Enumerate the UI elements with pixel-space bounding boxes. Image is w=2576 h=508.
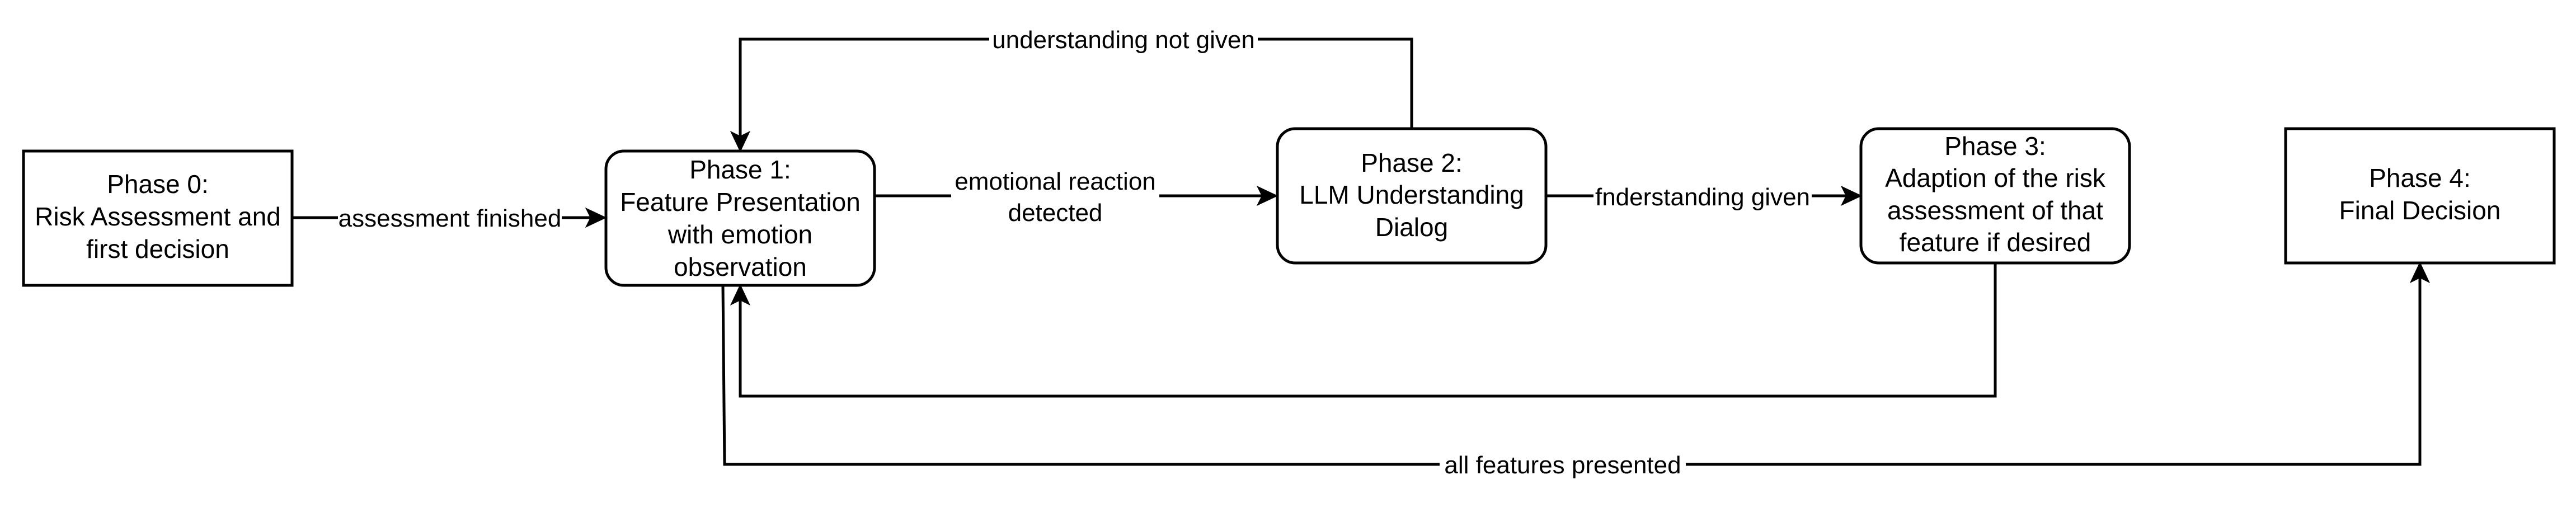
node-label-line: LLM Understanding <box>1299 180 1524 209</box>
arrowhead <box>2409 261 2431 284</box>
node-phase-1: Phase 1: Feature Presentation with emoti… <box>604 149 876 287</box>
arrowhead <box>730 284 751 306</box>
edge-label-background <box>338 204 562 233</box>
edge-label-all-features-presented: all features presented <box>1440 451 1686 480</box>
node-phase-3: Phase 3: Adaption of the risk assessment… <box>1859 127 2131 265</box>
edge-all-features-presented <box>721 261 2431 466</box>
node-label-line: with emotion <box>667 220 812 249</box>
edge-label-background <box>989 26 1258 55</box>
edge-phase3-to-phase1 <box>730 263 1997 398</box>
node-label-line: Phase 1: <box>689 155 791 184</box>
node-label-line: Phase 3: <box>1944 131 2046 161</box>
edge-label-line: assessment finished <box>339 205 562 232</box>
edge-label-understanding-given: fnderstanding given <box>1593 182 1812 211</box>
node-label-line: assessment of that <box>1887 196 2103 225</box>
node-label-line: feature if desired <box>1900 228 2091 257</box>
node-label-line: Risk Assessment and <box>35 202 281 231</box>
edge-label-line: emotional reaction <box>955 168 1156 195</box>
arrowhead <box>730 130 751 153</box>
node-phase-0: Phase 0: Risk Assessment and first decis… <box>22 149 294 287</box>
arrowhead <box>585 207 607 228</box>
node-label-line: first decision <box>86 234 229 264</box>
node-box <box>604 149 876 287</box>
node-box <box>22 149 294 287</box>
edge-label-background <box>1593 182 1812 211</box>
node-label-line: Adaption of the risk <box>1885 163 2106 192</box>
edge-label-background <box>1440 451 1686 480</box>
edge-label-line: all features presented <box>1444 451 1681 479</box>
edge-line <box>721 274 2422 466</box>
edge-label-line: detected <box>1008 199 1103 227</box>
edge-label-line: understanding not given <box>992 26 1255 54</box>
node-label-line: Feature Presentation <box>620 187 861 217</box>
edge-line <box>739 263 1997 398</box>
arrowhead <box>1256 185 1278 206</box>
node-label-line: Phase 4: <box>2369 163 2471 192</box>
edge-label-assessment-finished: assessment finished <box>338 204 562 233</box>
edge-label-understanding-not-given: understanding not given <box>989 26 1258 55</box>
node-box <box>1859 127 2131 265</box>
node-box <box>2284 127 2556 265</box>
node-box <box>1276 127 1548 265</box>
node-phase-4: Phase 4: Final Decision <box>2284 127 2556 265</box>
node-label-line: Phase 0: <box>107 170 209 199</box>
node-label-line: Dialog <box>1375 213 1448 242</box>
edge-label-background <box>951 163 1159 228</box>
node-label-line: observation <box>674 252 807 281</box>
edge-label-emotional-reaction: emotional reaction detected <box>951 163 1159 228</box>
node-label-line: Phase 2: <box>1361 148 1463 177</box>
node-label-line: Final Decision <box>2339 196 2501 225</box>
edge-label-line: fnderstanding given <box>1595 184 1810 211</box>
arrowhead <box>1840 185 1863 206</box>
node-phase-2: Phase 2: LLM Understanding Dialog <box>1276 127 1548 265</box>
